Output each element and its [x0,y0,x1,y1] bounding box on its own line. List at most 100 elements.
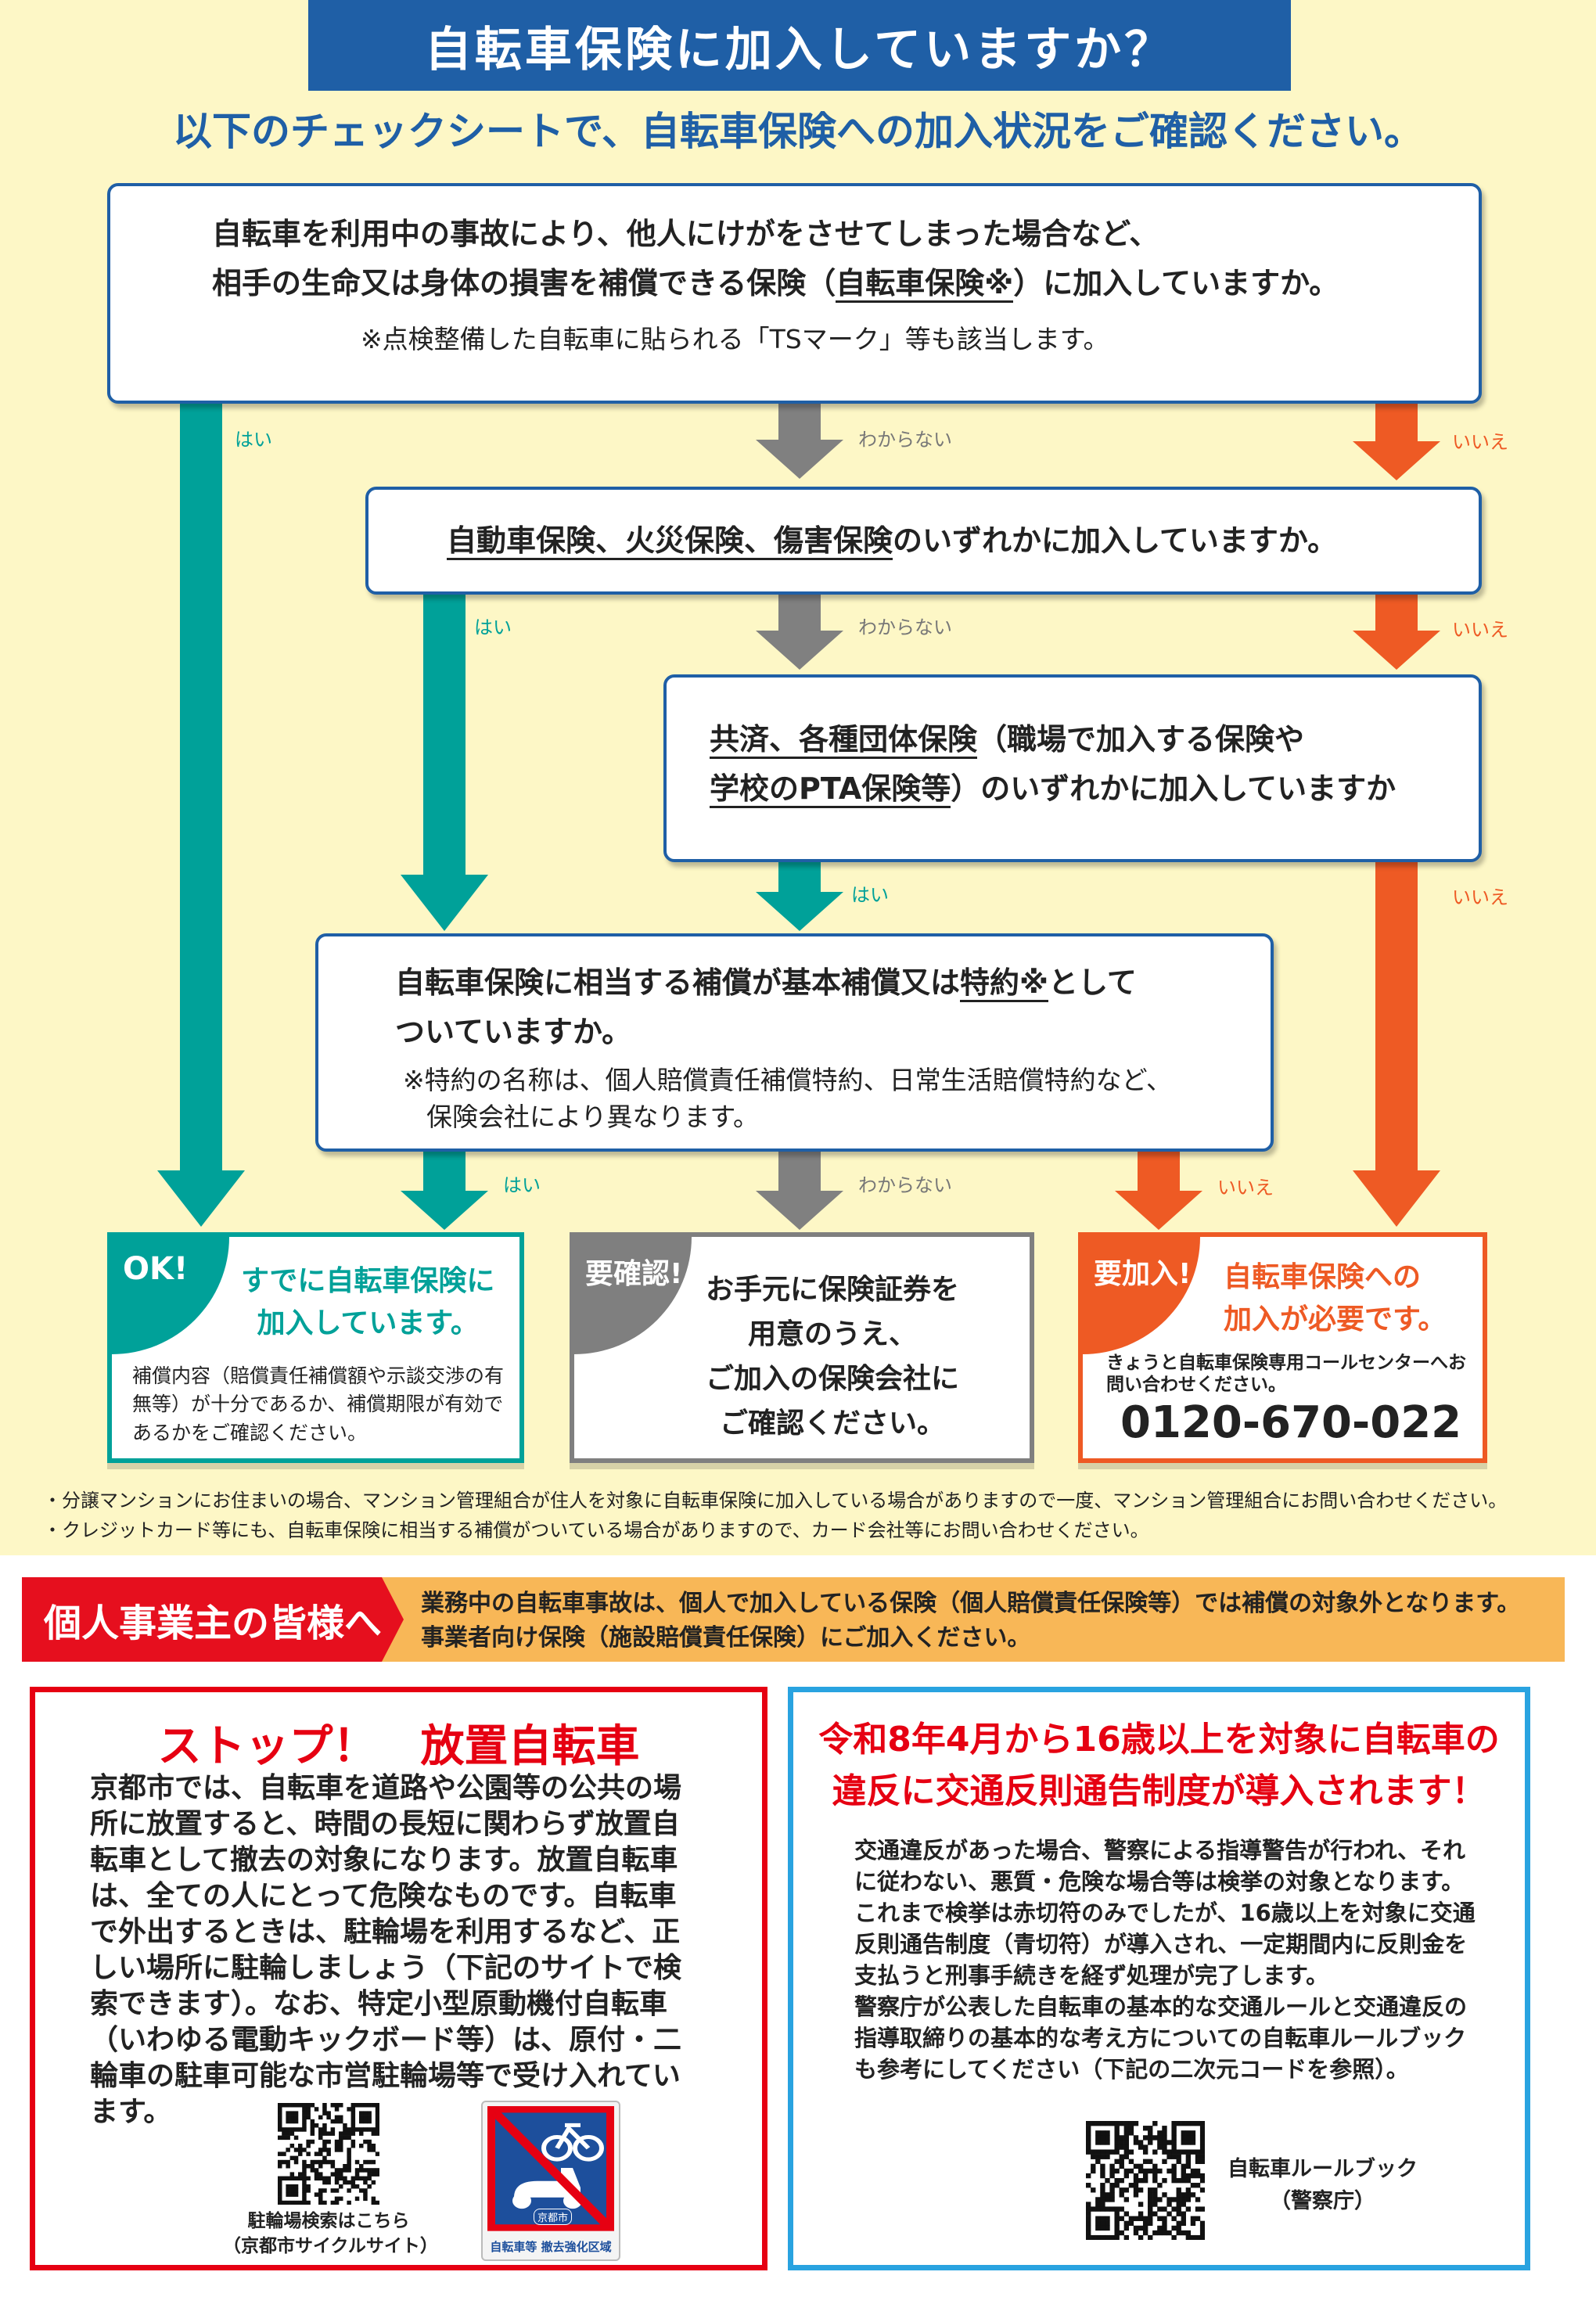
q3-text-2: ）のいずれかに加入していますか [951,771,1396,806]
qr-module [350,2131,356,2136]
qr-module [1119,2206,1124,2212]
qr-module [1162,2140,1167,2145]
qr-module [293,2192,299,2197]
qr-module [278,2123,282,2128]
check-line: 用意のうえ、 [747,1317,917,1350]
qr-module [375,2107,379,2112]
qr-module [1123,2154,1130,2159]
qr-module [1100,2225,1105,2231]
qr-module [371,2131,376,2136]
qr-module [1176,2154,1181,2159]
qr-module [1199,2225,1205,2231]
q1-underlined: 自転車保険※ [836,265,1014,303]
qr-module [302,2192,307,2197]
qr-module [1171,2130,1177,2136]
q1-line2: 相手の生命又は身体の損害を補償できる保険（自転車保険※）に加入していますか。 [212,259,1479,308]
parking-qr-code[interactable] [278,2103,379,2205]
qr-module [350,2123,356,2128]
qr-module [1152,2173,1158,2179]
q1-text: 相手の生命又は身体の損害を補償できる保険（ [212,265,836,300]
qr-module [1148,2135,1153,2141]
qr-module [286,2115,290,2120]
join-title-2: 加入が必要です。 [1224,1303,1447,1335]
qr-module [330,2188,336,2193]
qr-module [306,2115,311,2120]
qr-module [1176,2206,1181,2212]
qr-module [1128,2149,1134,2155]
qr-module [359,2168,364,2173]
qr-module [326,2159,331,2165]
qr-module [334,2144,340,2148]
qr-module [326,2180,331,2185]
call-center-phone[interactable]: 0120-670-022 [1120,1397,1462,1448]
qr-module [1138,2211,1144,2216]
qr-module [1176,2202,1181,2207]
qr-module [306,2144,311,2148]
qr-module [310,2127,315,2132]
qr-module [293,2184,299,2189]
qr-module [1109,2234,1115,2240]
qr-module [330,2127,336,2132]
qr-module [278,2135,282,2141]
qr-module [1171,2216,1177,2221]
qr-module [359,2188,364,2193]
qr-module [347,2164,351,2169]
check-body: お手元に保険証券を用意のうえ、ご加入の保険会社にご確認ください。 [692,1268,973,1447]
qr-module [334,2176,340,2181]
qr-module [1142,2220,1148,2227]
qr-module [310,2168,315,2173]
qr-module [1086,2135,1091,2141]
qr-module [1091,2206,1096,2212]
qr-module [367,2127,372,2132]
qr-module [326,2148,331,2152]
ok-title-2: 加入しています。 [257,1307,479,1339]
qr-module [1185,2197,1192,2202]
qr-module [1152,2230,1158,2236]
qr-module [1176,2149,1181,2155]
qr-module [1091,2149,1096,2155]
qr-module [363,2139,368,2144]
qr-module [1181,2202,1186,2207]
qr-module [282,2176,286,2181]
qr-module [1171,2163,1177,2169]
qr-module [322,2144,327,2148]
qr-module [1100,2187,1105,2193]
rulebook-qr-code[interactable] [1086,2121,1205,2240]
arrow-no [1353,862,1440,1227]
qr-module [286,2103,290,2108]
qr-module [1199,2159,1205,2165]
qr-module [1105,2216,1110,2221]
qr-module [347,2127,351,2132]
qr-module [1100,2135,1105,2141]
qr-module [330,2119,336,2124]
label-unknown: わからない [858,1174,952,1196]
qr-module [306,2103,311,2108]
qr-module [1123,2211,1130,2216]
qr-module [1199,2206,1205,2212]
qr-module [1119,2177,1124,2184]
q2-underlined: 自動車保険、火災保険、傷害保険 [447,523,893,560]
qr-module [339,2115,343,2120]
qr-module [1142,2144,1148,2150]
qr-module [334,2196,340,2202]
qr-module [1114,2206,1120,2212]
qr-module [1162,2216,1167,2221]
qr-module [1095,2197,1101,2202]
qr-module [359,2127,364,2132]
qr-module [1138,2202,1144,2207]
qr-module [318,2115,323,2120]
qr-module [350,2107,356,2112]
qr-module [282,2131,286,2136]
join-title: 自転車保険への加入が必要です。 [1224,1256,1446,1341]
qr-module [1152,2202,1158,2207]
qr-module [310,2159,315,2165]
qr-module [375,2115,379,2120]
flow-arrows [157,404,1440,1230]
qr-module [322,2111,327,2115]
qr-module [1114,2230,1120,2236]
qr-module [1199,2234,1205,2240]
qr-module [1185,2154,1192,2159]
qr-module [1181,2220,1186,2227]
qr-module [359,2164,364,2169]
qr-module [322,2188,327,2193]
